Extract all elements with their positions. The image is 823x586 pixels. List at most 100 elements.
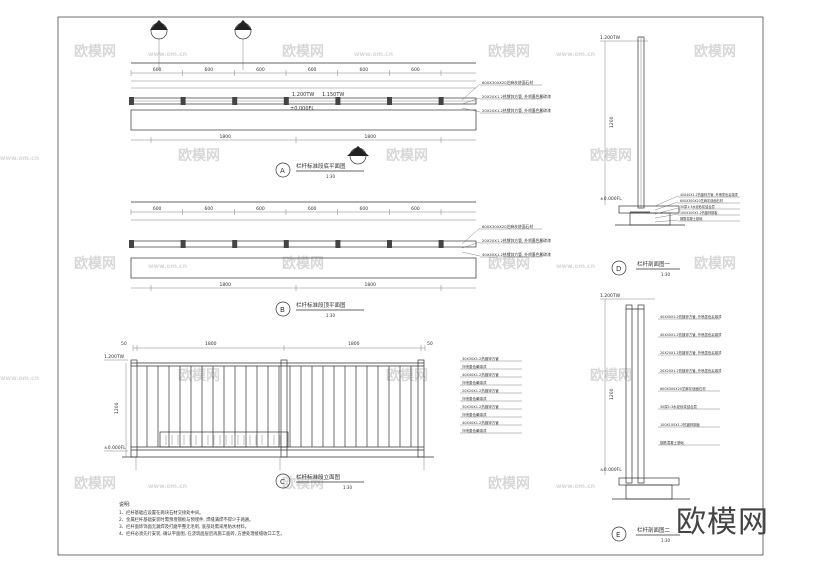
watermark: 欧模网 [178,367,220,384]
notes-line: 1、栏杆基础应设置在两块石材交接处中间。 [119,509,203,516]
dimension-label: 600 [256,67,265,73]
post-marker [232,240,238,248]
section-d: 1.200TW 1200 ±0.000FL 40X40X1.2热镀锌方管, 外喷… [600,35,740,277]
section-cut-marker [347,146,369,165]
post-marker [335,240,341,248]
watermark: 欧模网 [694,43,736,60]
callout-text: 钢筋混凝土基础 [680,216,702,221]
leader-line [461,97,481,105]
callout-text: 外喷墨色氟碳漆 [462,412,487,417]
dimension-label: 1800 [348,341,360,347]
dimension-label: 600 [153,67,162,73]
watermark-url: www.om.cn [556,483,595,490]
drawing-scale: 1:30 [343,485,352,490]
post-section [625,304,633,484]
reference-label: E [616,531,620,539]
watermark: 欧模网 [590,147,632,164]
watermark-url: www.om.cn [0,155,39,162]
dimension-label: 600 [256,206,265,212]
elevation-label: 1.200TW [104,354,125,360]
watermark-url: www.om.cn [556,51,595,58]
dimension-label: 1800 [220,282,232,288]
watermark-url: www.om.cn [0,375,39,382]
elevation-label: 1.200TW [600,35,621,41]
drawing-scale: 1:30 [661,272,670,277]
drawing-scale: 1:30 [661,538,670,543]
watermark: 欧模网 [386,147,428,164]
notes-block: 说明: 1、栏杆基础应设置在两块石材交接处中间。 2、金属栏杆基础安装时需预埋钢… [119,501,285,537]
section-cut-marker [234,20,252,70]
drawing-title: E 栏杆剖面图二 1:30 [611,526,680,543]
height-dimension: 1200 [114,402,120,414]
height-dimension: 1200 [609,116,615,128]
reference-label: D [616,265,621,273]
paving-hatch [130,257,477,279]
watermark: 欧模网 [694,255,736,272]
dimension-label: 1800 [205,341,217,347]
callout-text: 30X30X1.2热镀锌方管 [462,404,499,409]
drawing-title-text: 栏杆标准段底平面图 [296,162,346,170]
post-marker [387,240,392,248]
post-marker [129,240,134,248]
callout-text: 40X40X1.2热镀锌方管 [462,420,499,425]
dimension-label: 50 [427,341,433,347]
callout-text: 40X40X1.2热镀锌方管 [462,372,499,377]
drawing-title: B 栏杆标准段顶平面图 1:30 [275,301,364,318]
paving-hatch [130,109,477,131]
watermark-layer: 欧模网 欧模网 欧模网 欧模网 欧模网 欧模网 欧模网 欧模网 欧模网 欧模网 … [74,43,736,492]
callout-text: 40X40X1.2热镀锌方管, 外喷墨色氟碳漆 [660,332,722,337]
watermark: 欧模网 [488,475,530,492]
callout-text: 600X300X20芝麻灰烧面石材 [680,198,724,203]
reference-label: B [280,306,285,314]
leader-line [654,213,679,219]
watermark: 欧模网 [386,367,428,384]
callout-text: 600X300X20芝麻灰烧面石材 [660,386,706,391]
drawing-title: C 栏杆标准段立面图 1:30 [275,473,364,490]
callout-text: 100X100X1.2热镀锌钢板 [660,422,701,427]
dimension-label: 600 [153,206,162,212]
reference-label: A [280,167,285,175]
callout-text: 20X20X1.2热镀锌方管, 外喷墨色氟碳漆 [660,350,722,355]
watermark: 欧模网 [74,43,116,60]
drawing-title: A 栏杆标准段底平面图 1:30 [275,162,364,179]
post-marker [438,240,444,248]
elevation-label: 1.200TW [600,293,621,299]
watermark: 欧模网 [488,255,530,272]
watermark-url: www.om.cn [354,51,393,58]
post-marker [180,97,186,105]
leader-line [461,251,481,257]
callout-text: 20X20X1.2热镀锌方管, 外喷墨色氟碳漆 [660,368,722,373]
leader-line [461,107,481,113]
elevation-label: ±0.000FL [104,445,126,451]
leader-line [654,219,679,223]
drawing-scale: 1:30 [326,174,335,179]
watermark: 欧模网 [282,255,324,272]
post-marker [283,240,289,248]
callout-text: 40X40X1.2热镀锌方管, 外喷墨色氟碳漆 [660,314,722,319]
leader-line [461,241,481,249]
drawing-title-text: 栏杆剖面图一 [637,260,671,268]
post-marker [387,97,392,105]
callout-text: 外喷墨色氟碳漆 [462,380,487,385]
callout-text: 100X100X1.2热镀锌钢板 [680,210,718,215]
dimension-label: 600 [205,206,214,212]
dimension-label: 600 [411,206,420,212]
dimension-label: 600 [308,206,317,212]
callout-text: 20X20X1.2热镀锌方管 [462,388,499,393]
watermark-url: www.om.cn [556,263,595,270]
leader-line [654,207,679,215]
dimension-label: 1800 [365,282,377,288]
dimension-label: 600 [411,67,420,73]
watermark: 欧模网 [74,255,116,272]
watermark: 欧模网 [488,43,530,60]
post-marker [335,97,341,105]
callout-text: 600X300X20芝麻灰烧面石材 [482,224,533,229]
callout-text: 钢筋混凝土基础 [660,440,684,445]
watermark-url: www.om.cn [148,51,187,58]
reference-label: C [280,478,285,486]
leader-line [461,227,481,245]
watermark: 欧模网 [282,43,324,60]
